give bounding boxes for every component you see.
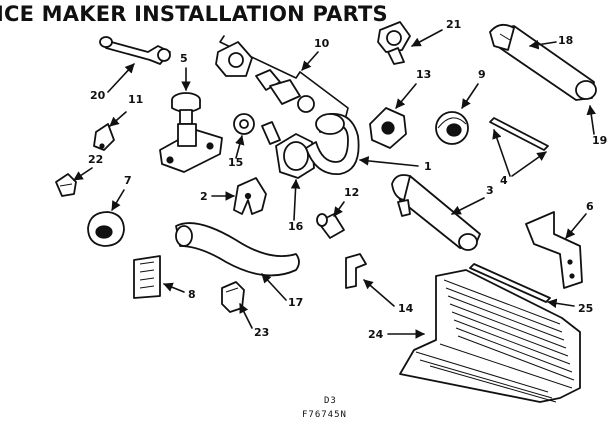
part-5-valve — [159, 92, 223, 173]
callout-24: 24 — [368, 328, 425, 341]
callout-10-label: 10 — [314, 37, 330, 50]
callout-7-label: 7 — [124, 174, 132, 187]
part-25-strip — [469, 263, 551, 303]
callout-13: 13 — [395, 68, 431, 109]
part-23-clip — [221, 281, 245, 313]
part-18-fill-tube — [489, 23, 597, 101]
part-22-clip — [55, 173, 77, 197]
callout-23: 23 — [239, 303, 269, 339]
callout-4-label: 4 — [500, 174, 508, 187]
callout-12-label: 12 — [344, 186, 359, 199]
callout-21-label: 21 — [446, 18, 461, 31]
part-15-washer — [233, 113, 255, 135]
part-14-clip — [345, 253, 367, 289]
callout-7: 7 — [111, 174, 132, 211]
callout-10: 10 — [301, 37, 330, 71]
callout-1: 1 — [359, 156, 432, 173]
callout-9-label: 9 — [478, 68, 486, 81]
part-7-grommet — [87, 211, 125, 247]
callout-16: 16 — [288, 179, 304, 233]
callout-15: 15 — [228, 135, 245, 169]
callout-3: 3 — [451, 184, 494, 215]
part-10-fitting-assembly — [215, 35, 349, 117]
callout-1-label: 1 — [424, 160, 432, 173]
callout-14: 14 — [363, 279, 414, 315]
callout-16-label: 16 — [288, 220, 304, 233]
footer-part-number: F76745N — [302, 410, 347, 420]
part-21-tube-clamp — [377, 21, 411, 65]
callout-4: 4 — [492, 129, 547, 187]
callout-22-label: 22 — [88, 153, 103, 166]
callout-9: 9 — [461, 68, 486, 109]
callout-6: 6 — [565, 200, 594, 239]
callout-20: 20 — [90, 63, 135, 102]
part-16-compression-fitting — [261, 121, 315, 179]
callout-23-label: 23 — [254, 326, 269, 339]
callout-21: 21 — [411, 18, 461, 47]
footer-code: D3 — [324, 396, 337, 406]
part-17-curved-tube — [175, 222, 300, 277]
part-8-filter — [133, 255, 161, 299]
callout-14-label: 14 — [398, 302, 414, 315]
callout-11: 11 — [109, 93, 143, 127]
callout-25-label: 25 — [578, 302, 593, 315]
part-24-grille-tray — [399, 269, 581, 403]
callout-2: 2 — [200, 190, 235, 203]
part-6-mounting-bracket — [525, 211, 583, 289]
part-3-tube — [391, 174, 481, 251]
callout-18-label: 18 — [558, 34, 573, 47]
part-20-elbow-tube — [99, 36, 171, 65]
part-12-sleeve — [316, 213, 345, 239]
callout-8: 8 — [163, 282, 196, 301]
callout-17: 17 — [261, 273, 303, 309]
callout-12: 12 — [333, 186, 359, 217]
callout-18: 18 — [529, 34, 573, 50]
part-11-clip — [93, 123, 115, 151]
callout-5: 5 — [180, 52, 191, 91]
part-9-grommet — [435, 111, 469, 145]
part-4-pins — [489, 117, 549, 151]
callout-19-label: 19 — [592, 134, 607, 147]
callout-19: 19 — [586, 105, 607, 147]
callout-13-label: 13 — [416, 68, 431, 81]
part-13-hex-nut — [369, 107, 407, 149]
callout-24-label: 24 — [368, 328, 384, 341]
callout-5-label: 5 — [180, 52, 188, 65]
callout-25: 25 — [547, 298, 593, 315]
part-1-u-tube — [305, 113, 360, 175]
callout-20-label: 20 — [90, 89, 106, 102]
callout-17-label: 17 — [288, 296, 303, 309]
callout-11-label: 11 — [128, 93, 143, 106]
callout-3-label: 3 — [486, 184, 494, 197]
callout-22: 22 — [73, 153, 103, 181]
callout-8-label: 8 — [188, 288, 196, 301]
callout-15-label: 15 — [228, 156, 243, 169]
callout-2-label: 2 — [200, 190, 208, 203]
callout-6-label: 6 — [586, 200, 594, 213]
diagram-title: ICE MAKER INSTALLATION PARTS — [0, 2, 388, 26]
part-2-bracket — [233, 177, 267, 215]
